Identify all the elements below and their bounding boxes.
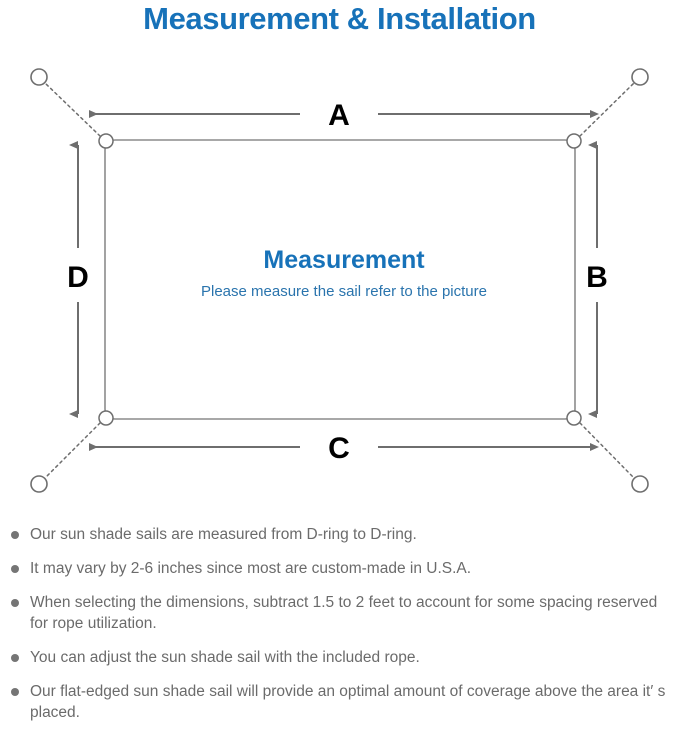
dimension-label-b: B bbox=[586, 261, 608, 294]
d-ring-top-left bbox=[98, 133, 114, 149]
note-text: It may vary by 2-6 inches since most are… bbox=[30, 560, 472, 577]
bullet-icon bbox=[11, 565, 19, 573]
d-ring-top-right bbox=[566, 133, 582, 149]
dimension-label-a: A bbox=[328, 99, 350, 132]
list-item: Our flat-edged sun shade sail will provi… bbox=[0, 681, 679, 723]
note-text: Our sun shade sails are measured from D-… bbox=[30, 526, 417, 543]
list-item: Our sun shade sails are measured from D-… bbox=[0, 524, 679, 545]
rope-line-bottom-right bbox=[579, 422, 635, 479]
diagram-center-subtitle: Please measure the sail refer to the pic… bbox=[201, 283, 487, 300]
list-item: You can adjust the sun shade sail with t… bbox=[0, 647, 679, 668]
dimension-label-d: D bbox=[67, 261, 89, 294]
dimension-label-c: C bbox=[328, 432, 350, 465]
d-ring-bottom-left bbox=[98, 410, 114, 426]
rope-line-top-left bbox=[44, 82, 101, 137]
rope-line-top-right bbox=[579, 82, 635, 137]
diagram-center-title: Measurement bbox=[263, 246, 425, 274]
note-text: You can adjust the sun shade sail with t… bbox=[30, 649, 420, 666]
measurement-diagram: A C D B Measurement Please measure the s… bbox=[0, 40, 679, 520]
d-ring-bottom-right bbox=[566, 410, 582, 426]
rope-line-bottom-left bbox=[44, 422, 101, 479]
bullet-icon bbox=[11, 599, 19, 607]
anchor-point-bottom-right bbox=[631, 475, 649, 493]
anchor-point-top-left bbox=[30, 68, 48, 86]
anchor-point-top-right bbox=[631, 68, 649, 86]
list-item: It may vary by 2-6 inches since most are… bbox=[0, 558, 679, 579]
bullet-icon bbox=[11, 688, 19, 696]
bullet-icon bbox=[11, 531, 19, 539]
note-text: Our flat-edged sun shade sail will provi… bbox=[30, 683, 666, 721]
bullet-icon bbox=[11, 654, 19, 662]
notes-list: Our sun shade sails are measured from D-… bbox=[0, 524, 679, 736]
measurement-diagram-svg: A C D B Measurement Please measure the s… bbox=[30, 68, 649, 493]
note-text: When selecting the dimensions, subtract … bbox=[30, 594, 658, 632]
sail-body bbox=[104, 139, 576, 420]
list-item: When selecting the dimensions, subtract … bbox=[0, 592, 679, 634]
anchor-point-bottom-left bbox=[30, 475, 48, 493]
page-title: Measurement & Installation bbox=[143, 1, 536, 36]
